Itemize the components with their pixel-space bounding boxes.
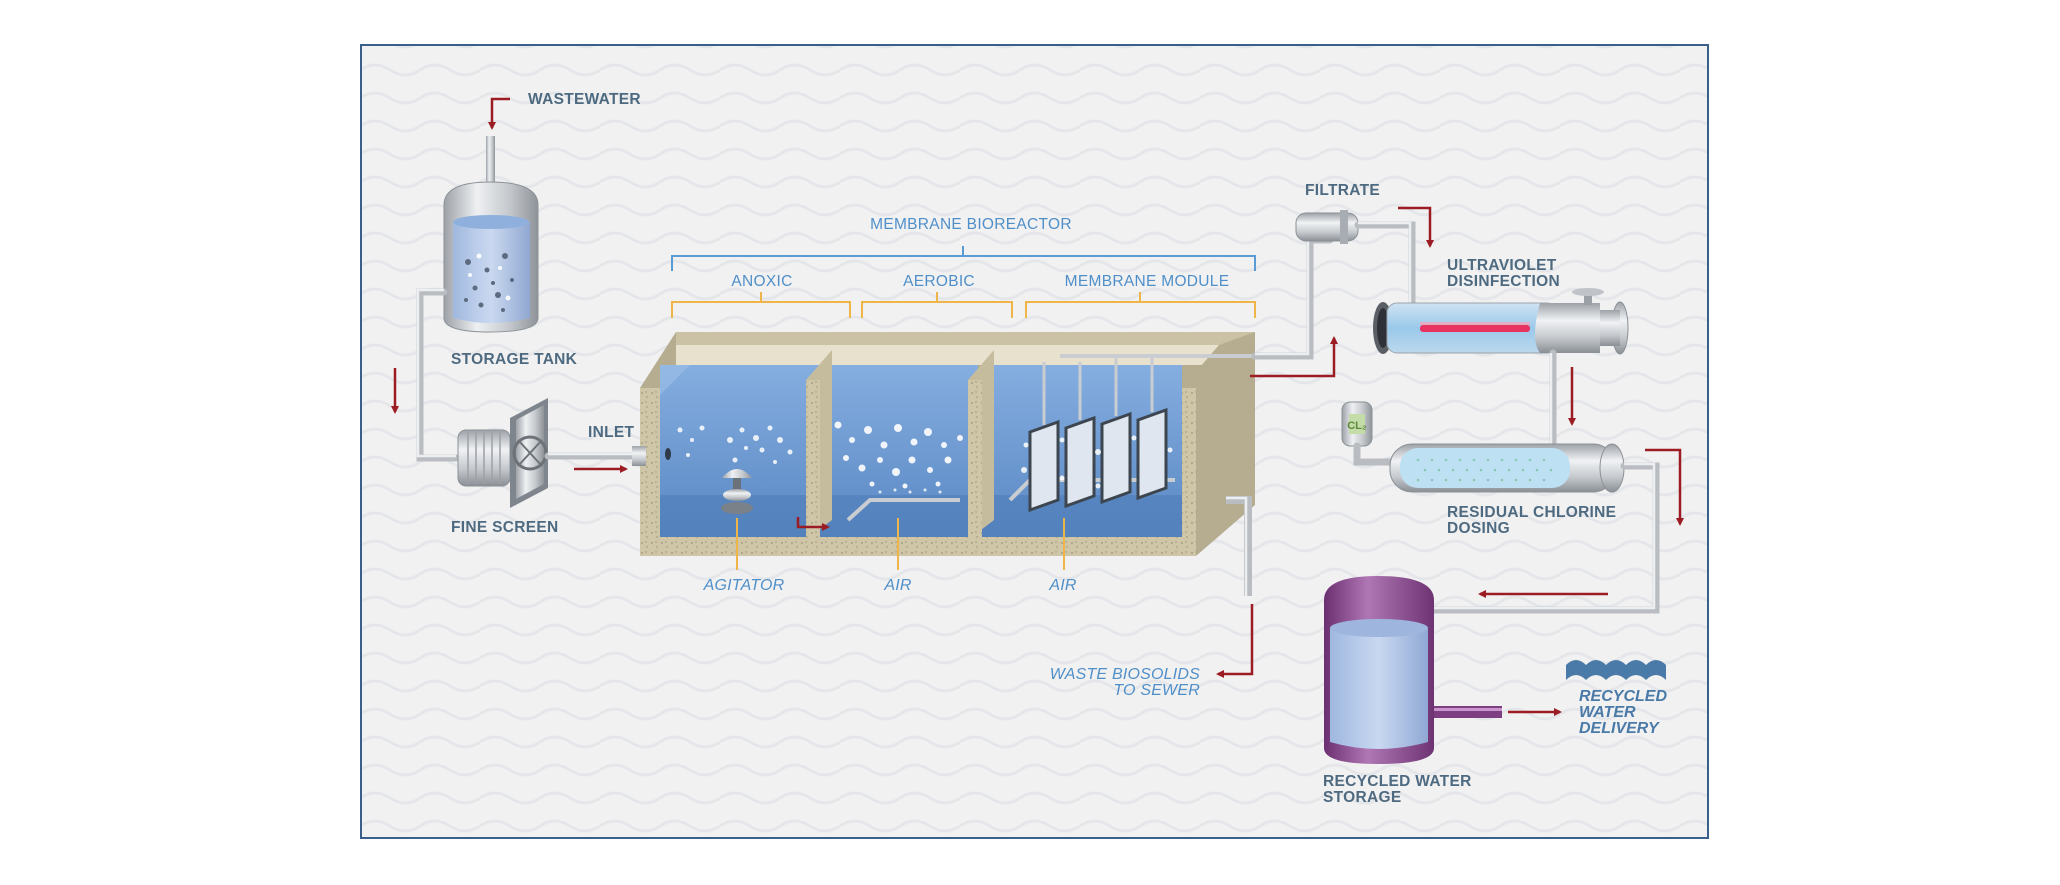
arrow-to-uv — [1398, 206, 1434, 248]
label-waste-line2: TO SEWER — [1113, 682, 1200, 699]
label-wastewater: WASTEWATER — [528, 91, 641, 108]
label-inlet: INLET — [588, 424, 635, 441]
chlorine-tag: CL₂ — [1347, 420, 1367, 432]
label-aerobic: AEROBIC — [903, 273, 975, 290]
label-delivery-line3: DELIVERY — [1579, 720, 1660, 737]
delivery-waves-icon — [1566, 660, 1666, 680]
arrow-waste-out — [1216, 604, 1254, 678]
agitator-device — [721, 469, 753, 514]
membrane-panels — [1008, 354, 1260, 513]
label-air-aerobic: AIR — [883, 577, 912, 594]
label-storage-tank: STORAGE TANK — [451, 351, 578, 368]
label-uv-line2: DISINFECTION — [1447, 273, 1560, 290]
label-air-membrane: AIR — [1048, 577, 1077, 594]
label-agitator: AGITATOR — [703, 577, 785, 594]
label-uv-line1: ULTRAVIOLET — [1447, 257, 1557, 274]
uv-reactor — [1373, 288, 1629, 355]
arrow-filtrate-up — [1250, 336, 1338, 378]
filtrate-unit — [1295, 210, 1359, 244]
mbr-bracket — [671, 246, 1256, 271]
storage-tank — [443, 136, 539, 333]
label-storage-line2: STORAGE — [1323, 789, 1401, 806]
label-membrane-bioreactor: MEMBRANE BIOREACTOR — [870, 216, 1072, 233]
label-waste-line1: WASTE BIOSOLIDS — [1050, 666, 1200, 683]
chlorine-dosing-unit: CL₂ — [1341, 401, 1625, 493]
label-storage-line1: RECYCLED WATER — [1323, 773, 1472, 790]
arrow-chlorine-down — [1645, 448, 1684, 526]
flow-arrows — [391, 97, 1684, 716]
recycled-water-storage — [1324, 576, 1502, 764]
fine-screen — [457, 398, 548, 508]
pipe-to-storage — [1426, 462, 1660, 614]
label-chlorine-line1: RESIDUAL CHLORINE — [1447, 504, 1616, 521]
pointer-lines — [736, 518, 1065, 570]
label-filtrate: FILTRATE — [1305, 182, 1380, 199]
arrow-anoxic-to-aerobic — [796, 517, 830, 531]
label-chlorine-line2: DOSING — [1447, 520, 1510, 537]
label-delivery-line2: WATER — [1579, 704, 1636, 721]
bioreactor-basin — [632, 332, 1260, 596]
label-anoxic: ANOXIC — [731, 273, 792, 290]
label-delivery-line1: RECYCLED — [1579, 688, 1667, 705]
zone-brackets — [671, 292, 1256, 318]
label-membrane-module: MEMBRANE MODULE — [1065, 273, 1230, 290]
arrow-wastewater-in — [488, 97, 510, 130]
label-fine-screen: FINE SCREEN — [451, 519, 559, 536]
pipe-tank-to-screen — [416, 288, 460, 462]
